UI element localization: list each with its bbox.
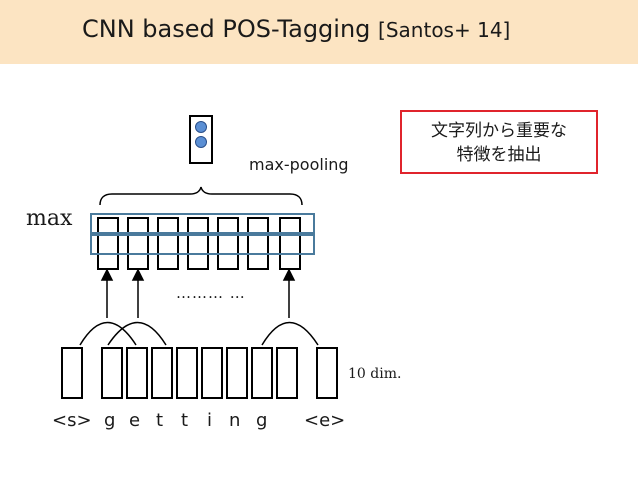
char-embedding bbox=[251, 347, 273, 399]
note-line-1: 文字列から重要な bbox=[431, 121, 567, 141]
token-end: <e> bbox=[304, 410, 346, 431]
receptive-field-arcs bbox=[79, 321, 319, 346]
conv-arrows bbox=[100, 268, 296, 318]
max-frame-bottom bbox=[90, 234, 315, 255]
conv-unit bbox=[279, 217, 301, 270]
token-char: i bbox=[207, 410, 213, 431]
char-embedding bbox=[226, 347, 248, 399]
token-char: g bbox=[256, 410, 268, 431]
token-char: e bbox=[129, 410, 141, 431]
char-embedding bbox=[101, 347, 123, 399]
token-char: g bbox=[104, 410, 116, 431]
conv-unit bbox=[247, 217, 269, 270]
title-bar: CNN based POS-Tagging [Santos+ 14] bbox=[0, 0, 638, 64]
char-embeddings bbox=[61, 347, 338, 399]
char-embedding bbox=[61, 347, 83, 399]
ellipsis-label: ……… … bbox=[176, 284, 246, 302]
token-char: t bbox=[181, 410, 189, 431]
pooling-brace bbox=[99, 186, 303, 206]
max-pooling-label: max-pooling bbox=[249, 155, 349, 174]
char-embedding bbox=[276, 347, 298, 399]
conv-unit bbox=[187, 217, 209, 270]
conv-unit bbox=[97, 217, 119, 270]
token-char: t bbox=[156, 410, 164, 431]
max-frame-top bbox=[90, 213, 315, 234]
max-label: max bbox=[26, 206, 73, 231]
output-neuron-1 bbox=[195, 121, 207, 133]
note-line-2: 特徴を抽出 bbox=[456, 145, 542, 165]
dimension-label: 10 dim. bbox=[348, 366, 402, 382]
feature-extraction-note: 文字列から重要な 特徴を抽出 bbox=[400, 110, 598, 174]
conv-unit bbox=[157, 217, 179, 270]
char-embedding bbox=[126, 347, 148, 399]
slide-title: CNN based POS-Tagging [Santos+ 14] bbox=[82, 15, 510, 43]
char-embedding bbox=[151, 347, 173, 399]
char-embedding bbox=[201, 347, 223, 399]
title-text: CNN based POS-Tagging bbox=[82, 15, 371, 43]
token-char: n bbox=[229, 410, 241, 431]
char-embedding bbox=[176, 347, 198, 399]
title-citation: [Santos+ 14] bbox=[378, 18, 511, 42]
output-neuron-2 bbox=[195, 136, 207, 148]
conv-unit bbox=[127, 217, 149, 270]
conv-units bbox=[97, 217, 301, 270]
char-embedding bbox=[316, 347, 338, 399]
conv-unit bbox=[217, 217, 239, 270]
token-start: <s> bbox=[52, 410, 92, 431]
